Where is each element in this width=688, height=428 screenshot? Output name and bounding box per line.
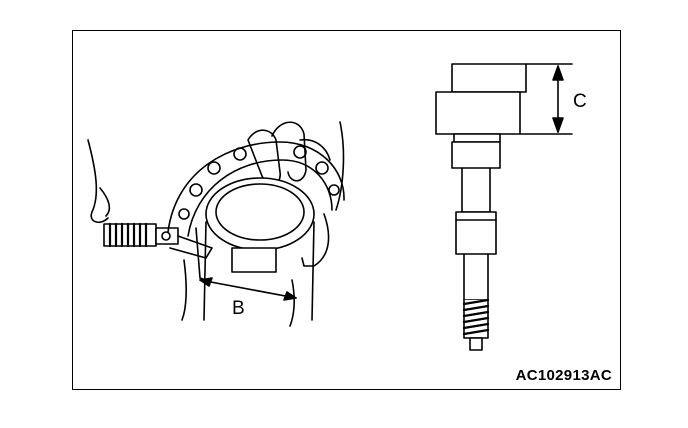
- caliper-arm: [169, 235, 213, 259]
- dimension-b-label: B: [232, 298, 245, 319]
- dimension-c-line: [519, 63, 573, 135]
- tool-collar: [451, 141, 501, 169]
- valve-stem-block: [231, 247, 277, 273]
- caliper-tip-right: [301, 213, 330, 267]
- tool-mid-block: [455, 211, 497, 255]
- caliper-measurement-drawing: [87, 121, 345, 327]
- dimension-b-line: [199, 277, 297, 301]
- tool-shaft-lower: [463, 253, 489, 301]
- figure-code: AC102913AC: [515, 367, 612, 384]
- tool-tip-end: [469, 337, 483, 351]
- tool-shaft-upper: [461, 167, 491, 213]
- caliper-thread: [103, 223, 157, 247]
- caliper-holes: [178, 145, 340, 220]
- dimension-c-label: C: [573, 91, 587, 112]
- left-hand: [87, 139, 111, 224]
- tool-head-top: [451, 63, 527, 93]
- caliper-knob: [155, 227, 179, 245]
- figure-frame: [72, 30, 621, 390]
- right-hand: [247, 129, 281, 185]
- caliper-arc-inner: [187, 159, 333, 237]
- tool-neck: [453, 133, 501, 143]
- tool-head-lower: [435, 91, 521, 135]
- tool-profile-drawing: [435, 63, 573, 351]
- valve-seat-inner: [215, 183, 305, 241]
- caliper-arc-outer: [167, 141, 345, 233]
